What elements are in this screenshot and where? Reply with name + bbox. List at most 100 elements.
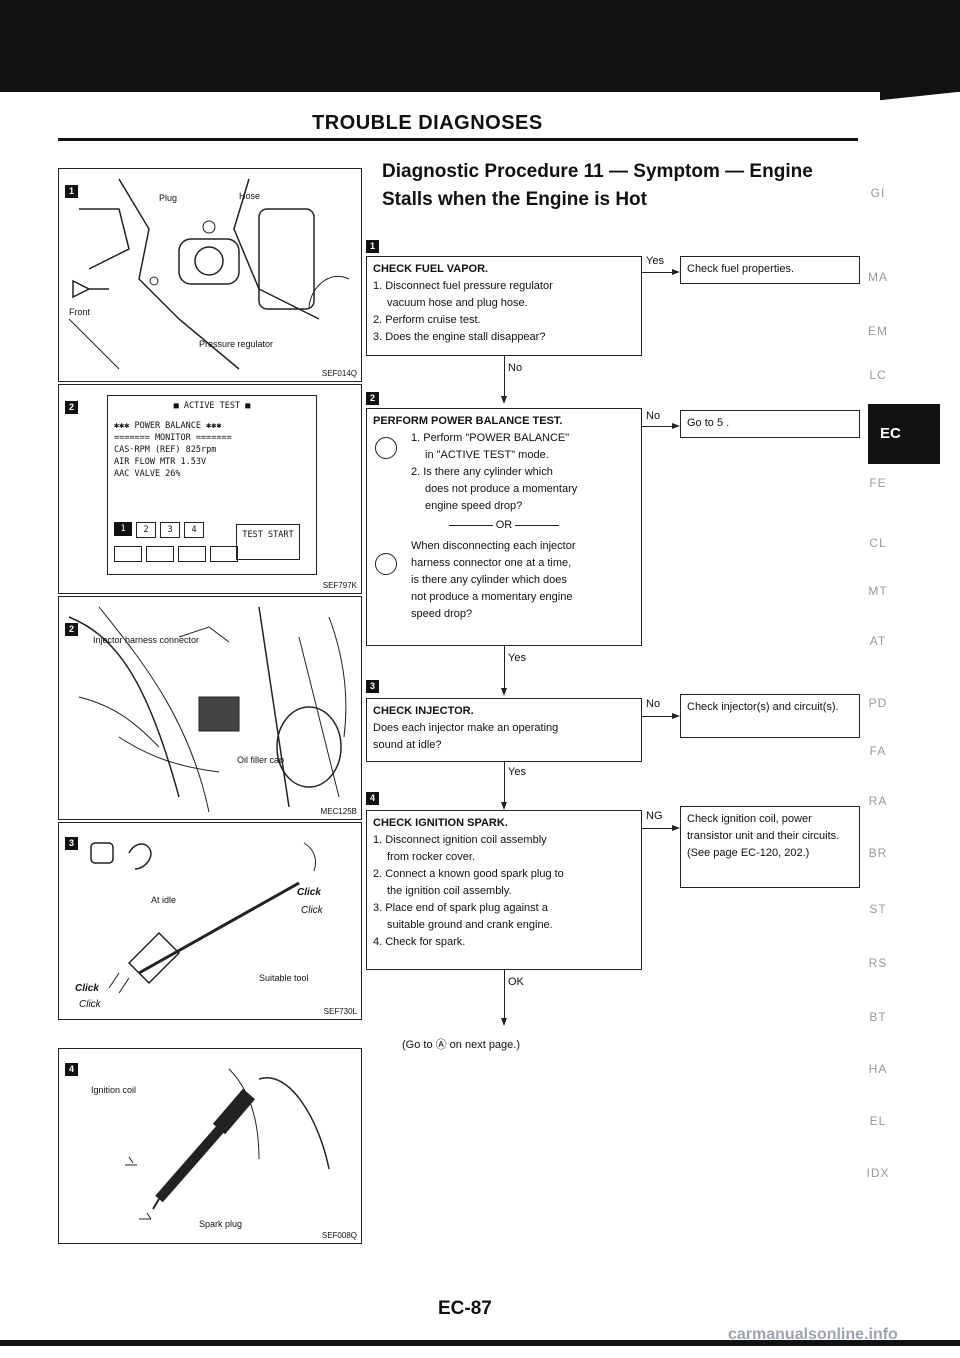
figure-4-step-marker: 3 [65,837,78,850]
footer-bar [0,1340,960,1346]
section-tab-mt[interactable]: MT [868,584,888,598]
step-4-marker: 4 [366,792,379,805]
step-4-line: 4. Check for spark. [373,936,466,948]
step-2-line: harness connector one at a time, [411,557,572,569]
header-rule [58,138,858,141]
figure-injector-sound-check: 3 At idle Suitable tool Click Click Clic… [58,822,362,1020]
connector [504,646,505,688]
section-tab-ma[interactable]: MA [868,270,888,284]
arrow-down-icon [501,688,507,696]
step-2-no-label: No [646,410,661,422]
step-2-line: not produce a momentary engine [411,591,573,603]
step-1-yes-result: Check fuel properties. [680,256,860,284]
step-2-line: When disconnecting each injector [411,540,576,552]
blank-buttons [114,546,238,562]
blank-button[interactable] [210,546,238,562]
section-tab-lc[interactable]: LC [869,368,887,382]
label-pressure-regulator: Pressure regulator [199,339,274,349]
step-2-line: does not produce a momentary [425,483,578,495]
figure-2-step-marker: 2 [65,401,78,414]
section-tab-ec-active[interactable]: EC [868,404,940,464]
connector [504,356,505,396]
label-click: Click [297,887,321,898]
figure-injector-connector: 2 Injector harness connector Oil filler … [58,596,362,820]
test-start-button[interactable]: TEST START [236,524,300,560]
section-tab-fe[interactable]: FE [869,476,887,490]
step-4-line: 3. Place end of spark plug against a [373,902,548,914]
step-3-title: CHECK INJECTOR. [373,705,474,717]
label-front: Front [69,307,91,317]
result-text: Check ignition coil, power transistor un… [687,813,840,859]
step-4-line: 2. Connect a known good spark plug to [373,868,564,880]
step-1-yes-label: Yes [646,255,664,267]
arrow-right-icon [672,713,680,719]
step-4-ok-label: OK [508,976,524,988]
section-tab-gi[interactable]: GI [870,186,886,200]
cylinder-button[interactable]: 4 [184,522,204,538]
section-tab-cl[interactable]: CL [869,536,887,550]
consult-line: AAC VALVE 26% [114,469,181,479]
consult-display: ■ ACTIVE TEST ■ ✱✱✱ POWER BALANCE ✱✱✱ ==… [107,395,317,575]
consult-icon [375,437,397,459]
section-tab-rs[interactable]: RS [868,956,888,970]
arrow-down-icon [501,802,507,810]
connector [642,272,672,273]
label-oil-filler-cap: Oil filler cap [237,755,285,765]
cylinder-button[interactable]: 2 [136,522,156,538]
ignition-coil-illustration [125,1068,330,1220]
blank-button[interactable] [146,546,174,562]
section-tab-br[interactable]: BR [868,846,888,860]
consult-line: ■ ACTIVE TEST ■ [173,401,251,411]
step-3-marker: 3 [366,680,379,693]
section-tab-fa[interactable]: FA [869,744,887,758]
section-tab-ra[interactable]: RA [868,794,888,808]
step-1-marker: 1 [366,240,379,253]
figure-code: MEC125B [320,807,357,816]
consult-line: CAS·RPM (REF) 825rpm [114,445,217,455]
connector [504,970,505,1018]
step-1-line: vacuum hose and plug hose. [387,297,528,309]
section-tab-at[interactable]: AT [869,634,887,648]
figure-3-step-marker: 2 [65,623,78,636]
result-text: Go to 5 . [687,417,730,429]
section-tab-em[interactable]: EM [868,324,888,338]
label-hose: Hose [239,191,261,201]
label-click: Click [301,905,323,916]
step-4-line: 1. Disconnect ignition coil assembly [373,834,547,846]
result-text: Check fuel properties. [687,263,794,275]
step-2-line: 2. Is there any cylinder which [411,466,553,478]
step-2-line: is there any cylinder which does [411,574,567,586]
injector-illustration [68,606,347,813]
section-tab-st[interactable]: ST [869,902,887,916]
label-click: Click [75,983,99,994]
label-click: Click [79,999,101,1010]
section-tab-bt[interactable]: BT [869,1010,887,1024]
section-tab-idx[interactable]: IDX [866,1166,890,1180]
cylinder-button[interactable]: 3 [160,522,180,538]
step-1-line: 1. Disconnect fuel pressure regulator [373,280,553,292]
cylinder-button[interactable]: 1 [114,522,132,536]
step-3-no-label: No [646,698,661,710]
step-1-line: 2. Perform cruise test. [373,314,481,326]
step-1-line: 3. Does the engine stall disappear? [373,331,546,343]
procedure-title: Diagnostic Procedure 11 — Symptom — Engi… [382,161,813,210]
step-3-box: CHECK INJECTOR. Does each injector make … [366,698,642,762]
step-4-ng-label: NG [646,810,663,822]
result-text: Check injector(s) and circuit(s). [687,701,839,713]
section-tab-pd[interactable]: PD [868,696,888,710]
blank-button[interactable] [178,546,206,562]
blank-button[interactable] [114,546,142,562]
figure-fuel-pressure-regulator: 1 Plug Hose Front Pressure regulator SEF… [58,168,362,382]
arrow-down-icon [501,1018,507,1026]
step-2-title: PERFORM POWER BALANCE TEST. [373,415,563,427]
page-number: EC-87 [438,1298,492,1319]
arrow-right-icon [672,269,680,275]
step-2-line: engine speed drop? [425,500,523,512]
step-2-line: 1. Perform "POWER BALANCE" [411,432,570,444]
step-2-yes-label: Yes [508,652,526,664]
label-at-idle: At idle [151,895,177,905]
section-tab-el[interactable]: EL [869,1114,887,1128]
next-page-reference: (Go to Ⓐ on next page.) [402,1039,521,1051]
step-4-line: the ignition coil assembly. [387,885,512,897]
section-tab-ha[interactable]: HA [868,1062,888,1076]
